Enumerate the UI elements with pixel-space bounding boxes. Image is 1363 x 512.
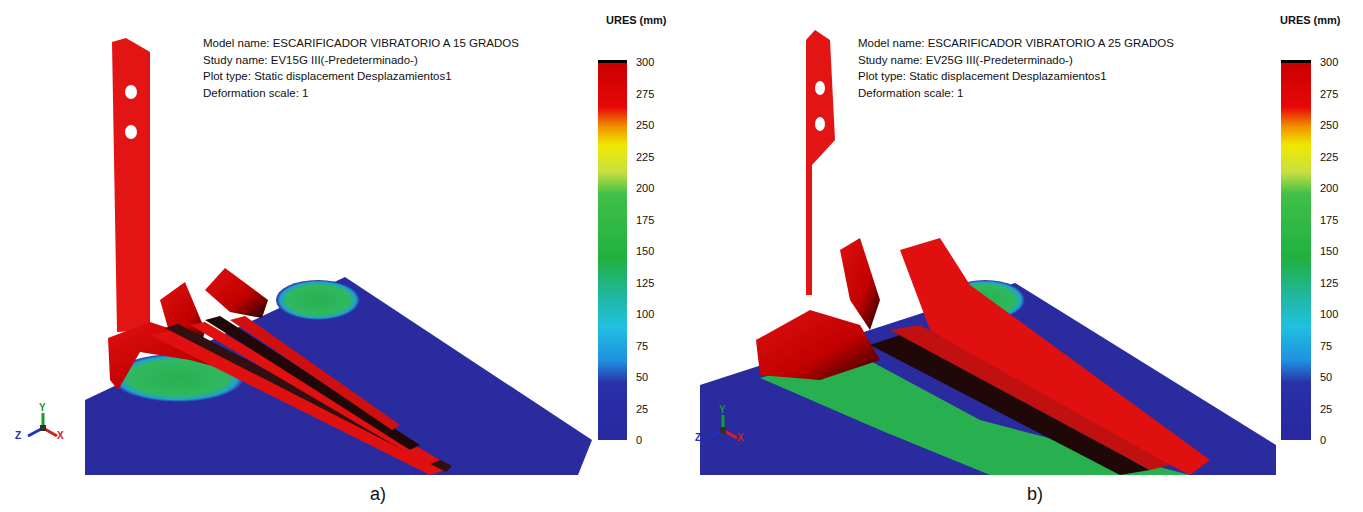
colorbar-b xyxy=(1281,60,1311,440)
axis-label: X xyxy=(57,430,64,442)
legend-title: URES (mm) xyxy=(1280,14,1341,27)
colorbar-tick: 25 xyxy=(1320,402,1332,415)
colorbar-tick: 250 xyxy=(636,119,654,132)
model-info: Plot type: Static displacement Desplazam… xyxy=(858,71,1107,84)
colorbar-tick: 200 xyxy=(1320,182,1338,195)
colorbar-tick: 300 xyxy=(636,56,654,69)
axis-triad-a xyxy=(28,413,57,436)
colorbar-tick: 125 xyxy=(636,276,654,289)
model-info: Deformation scale: 1 xyxy=(858,87,963,100)
colorbar-tick: 75 xyxy=(1320,339,1332,352)
panel-label: a) xyxy=(370,484,386,505)
colorbar-tick: 0 xyxy=(636,434,642,447)
colorbar-tick: 175 xyxy=(1320,213,1338,226)
colorbar-tick: 175 xyxy=(636,213,654,226)
model-info: Plot type: Static displacement Desplazam… xyxy=(203,71,452,84)
model-info: Model name: ESCARIFICADOR VIBRATORIO A 1… xyxy=(203,37,519,50)
colorbar-a xyxy=(598,60,627,440)
axis-label: Z xyxy=(15,430,21,442)
colorbar-tick: 50 xyxy=(636,371,648,384)
panel-b-model xyxy=(700,30,1276,475)
legend-title: URES (mm) xyxy=(606,14,667,27)
colorbar-tick: 25 xyxy=(636,402,648,415)
panel-a-model xyxy=(85,38,592,475)
model-info: Study name: EV15G III(-Predeterminado-) xyxy=(203,54,418,67)
axis-triad-b xyxy=(708,415,737,438)
colorbar-tick: 100 xyxy=(1320,308,1338,321)
model-info: Deformation scale: 1 xyxy=(203,87,308,100)
colorbar-tick: 50 xyxy=(1320,371,1332,384)
colorbar-tick: 250 xyxy=(1320,119,1338,132)
axis-label: X xyxy=(737,432,744,444)
colorbar-tick: 100 xyxy=(636,308,654,321)
colorbar-tick: 275 xyxy=(636,87,654,100)
colorbar-tick: 225 xyxy=(636,150,654,163)
colorbar-tick: 125 xyxy=(1320,276,1338,289)
model-info: Model name: ESCARIFICADOR VIBRATORIO A 2… xyxy=(858,37,1174,50)
colorbar-tick: 300 xyxy=(1320,56,1338,69)
colorbar-tick: 275 xyxy=(1320,87,1338,100)
colorbar-tick: 200 xyxy=(636,182,654,195)
colorbar-tick: 75 xyxy=(636,339,648,352)
colorbar-tick: 150 xyxy=(1320,245,1338,258)
axis-label: Y xyxy=(719,404,726,416)
model-info: Study name: EV25G III(-Predeterminado-) xyxy=(858,54,1073,67)
axis-label: Z xyxy=(695,432,701,444)
colorbar-tick: 225 xyxy=(1320,150,1338,163)
panel-label: b) xyxy=(1027,484,1043,505)
axis-label: Y xyxy=(39,402,46,414)
colorbar-tick: 0 xyxy=(1320,434,1326,447)
colorbar-tick: 150 xyxy=(636,245,654,258)
